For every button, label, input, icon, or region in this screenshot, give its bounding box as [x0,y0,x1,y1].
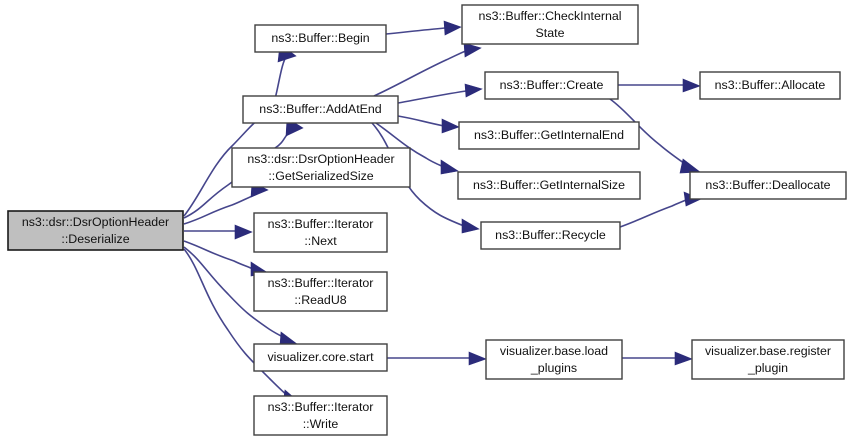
node-label-line1: ns3::Buffer::Deallocate [705,178,830,192]
node-label-line1: ns3::Buffer::Create [500,78,604,92]
node-box[interactable] [484,71,619,100]
node-box[interactable] [485,339,623,380]
node-box[interactable] [457,171,641,200]
arrow-head-icon [234,224,253,240]
node-box[interactable] [242,95,399,124]
graph-node-getinternalend[interactable]: ns3::Buffer::GetInternalEnd [458,121,640,150]
node-box[interactable] [458,121,640,150]
edge-line [373,49,469,97]
graph-node-visualizer-base-register-plugin[interactable]: visualizer.base.register _plugin [691,339,845,380]
edge-line [397,90,467,104]
node-label-line2: ::GetSerializedSize [268,169,373,183]
node-label-line1: ns3::Buffer::Allocate [715,78,826,92]
node-label-line1: ns3::Buffer::GetInternalEnd [474,128,624,142]
node-label-line1: ns3::Buffer::Begin [271,31,369,45]
graph-node-create[interactable]: ns3::Buffer::Create [484,71,619,100]
call-edge-deserialize-to-visualizer-core-start [183,246,298,346]
arrow-head-icon [463,42,482,58]
graph-node-iterator-next[interactable]: ns3::Buffer::Iterator::Next [253,212,388,253]
edge-line [619,198,689,228]
node-box[interactable] [231,147,411,188]
node-label-line1: ns3::Buffer::Iterator [268,217,374,231]
call-edge-addatend-to-checkinternalstate [373,42,482,97]
call-edge-deserialize-to-iterator-next [184,224,253,240]
node-label-line2: ::ReadU8 [294,293,346,307]
call-edge-addatend-to-create [397,83,483,104]
edge-line [385,27,446,35]
graph-node-recycle[interactable]: ns3::Buffer::Recycle [480,221,621,250]
node-label-line2: ::Deserialize [61,232,129,246]
arrow-head-icon [279,331,298,346]
arrow-head-icon [461,218,480,234]
arrow-head-icon [679,158,701,174]
arrow-head-icon [674,351,693,366]
arrow-head-icon [468,351,487,366]
node-box[interactable] [253,343,388,372]
node-label-line1: ns3::Buffer::Iterator [268,400,374,414]
node-label-line1: ns3::Buffer::CheckInternal [478,9,621,23]
graph-node-getserializedsize[interactable]: ns3::dsr::DsrOptionHeader::GetSerialized… [231,147,411,188]
call-edge-create-to-allocate [618,78,701,93]
edge-line [183,246,286,339]
edge-line [609,98,689,167]
node-label-line2: _plugins [530,361,577,375]
call-edge-addatend-to-getinternalend [397,115,460,134]
arrow-head-icon [440,159,459,175]
edge-line [183,240,254,270]
node-box[interactable] [253,212,388,253]
node-label-line1: visualizer.base.register [705,344,831,358]
call-edge-visualizer-core-start-to-visualizer-base-load-plugins [387,351,487,366]
graph-node-iterator-write[interactable]: ns3::Buffer::Iterator::Write [253,395,388,436]
edge-line [183,193,258,225]
call-edge-addatend-to-getinternalsize [375,122,459,175]
node-label-line1: ns3::Buffer::Iterator [268,276,374,290]
graph-node-addatend[interactable]: ns3::Buffer::AddAtEnd [242,95,399,124]
node-label-line2: State [536,26,565,40]
node-label-line1: ns3::Buffer::AddAtEnd [259,102,381,116]
call-edge-addatend-to-recycle [371,122,480,234]
node-label-line1: ns3::Buffer::GetInternalSize [473,178,625,192]
edge-line [397,115,445,127]
node-box[interactable] [461,4,639,45]
graph-node-visualizer-core-start[interactable]: visualizer.core.start [253,343,388,372]
call-edge-visualizer-base-load-plugins-to-visualizer-base-register-plugin [622,351,693,366]
arrow-head-icon [464,83,483,98]
graph-node-getinternalsize[interactable]: ns3::Buffer::GetInternalSize [457,171,641,200]
edge-line [183,55,288,217]
node-label-line1: visualizer.core.start [267,350,374,364]
call-edge-deserialize-to-begin [183,43,297,217]
nodes-layer: ns3::dsr::DsrOptionHeader::Deserializens… [7,4,847,436]
graph-node-visualizer-base-load-plugins[interactable]: visualizer.base.load _plugins [485,339,623,380]
arrow-head-icon [443,20,462,36]
call-edge-begin-to-checkinternalstate [385,20,462,36]
node-box[interactable] [254,24,387,53]
node-box[interactable] [253,271,388,312]
graph-node-iterator-readu8[interactable]: ns3::Buffer::Iterator::ReadU8 [253,271,388,312]
node-label-line2: ::Write [303,417,339,431]
node-box[interactable] [253,395,388,436]
node-label-line1: ns3::dsr::DsrOptionHeader [22,215,169,229]
graph-node-deallocate[interactable]: ns3::Buffer::Deallocate [689,171,847,200]
edge-line [183,248,290,398]
edges-layer [183,20,702,405]
edge-line [371,122,465,227]
arrow-head-icon [441,118,460,134]
node-label-line2: ::Next [304,234,337,248]
node-label-line1: ns3::dsr::DsrOptionHeader [247,152,394,166]
node-label-line2: _plugin [747,361,788,375]
arrow-head-icon [682,78,701,93]
node-box[interactable] [699,71,841,100]
graph-node-begin[interactable]: ns3::Buffer::Begin [254,24,387,53]
node-box[interactable] [689,171,847,200]
node-label-line1: ns3::Buffer::Recycle [495,228,606,242]
graph-node-allocate[interactable]: ns3::Buffer::Allocate [699,71,841,100]
node-box[interactable] [691,339,845,380]
graph-node-deserialize[interactable]: ns3::dsr::DsrOptionHeader::Deserialize [7,210,184,251]
node-label-line1: visualizer.base.load [500,344,608,358]
node-box[interactable] [480,221,621,250]
node-box[interactable] [7,210,184,251]
edge-line [375,122,445,168]
